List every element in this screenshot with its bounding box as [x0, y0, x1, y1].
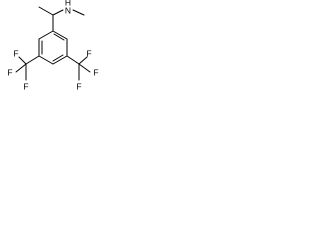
- right-cf3-top-fluorine-bond: [78, 56, 88, 65]
- left-cf3-top-fluorine-bond: [18, 56, 27, 65]
- ring-bond-bottom-right: [52, 55, 68, 65]
- nitrogen-methyl-bond: [72, 9, 85, 16]
- chemical-structure: H N F F F F F F: [7, 0, 99, 91]
- amine-hydrogen-label: H: [65, 0, 71, 7]
- right-cf3-bottom-fluorine-label: F: [76, 81, 81, 91]
- amine-side-chain: H N: [38, 0, 85, 32]
- ring-bond-top-right: [52, 30, 68, 40]
- right-trifluoromethyl-group: F F F: [66, 48, 99, 91]
- amine-nitrogen-label: N: [65, 5, 71, 15]
- alpha-carbon-methyl-bond: [38, 6, 54, 16]
- ring-bond-top-left: [38, 30, 54, 40]
- left-cf3-top-fluorine-label: F: [13, 48, 18, 58]
- right-cf3-attachment-bond: [66, 55, 80, 65]
- ring-inner-bond-top-right: [53, 33, 65, 41]
- right-cf3-top-fluorine-label: F: [86, 48, 91, 58]
- right-cf3-right-fluorine-label: F: [93, 67, 98, 77]
- left-cf3-left-fluorine-bond: [15, 63, 27, 73]
- alpha-carbon-to-nitrogen-bond: [52, 9, 64, 16]
- ring-inner-bond-bottom-right: [52, 54, 64, 62]
- left-cf3-left-fluorine-label: F: [7, 67, 12, 77]
- benzene-ring: [38, 30, 68, 65]
- left-trifluoromethyl-group: F F F: [7, 48, 40, 91]
- left-cf3-bottom-fluorine-label: F: [23, 81, 28, 91]
- right-cf3-right-fluorine-bond: [78, 63, 91, 73]
- left-cf3-attachment-bond: [25, 55, 40, 65]
- ring-bond-bottom-left: [38, 55, 54, 65]
